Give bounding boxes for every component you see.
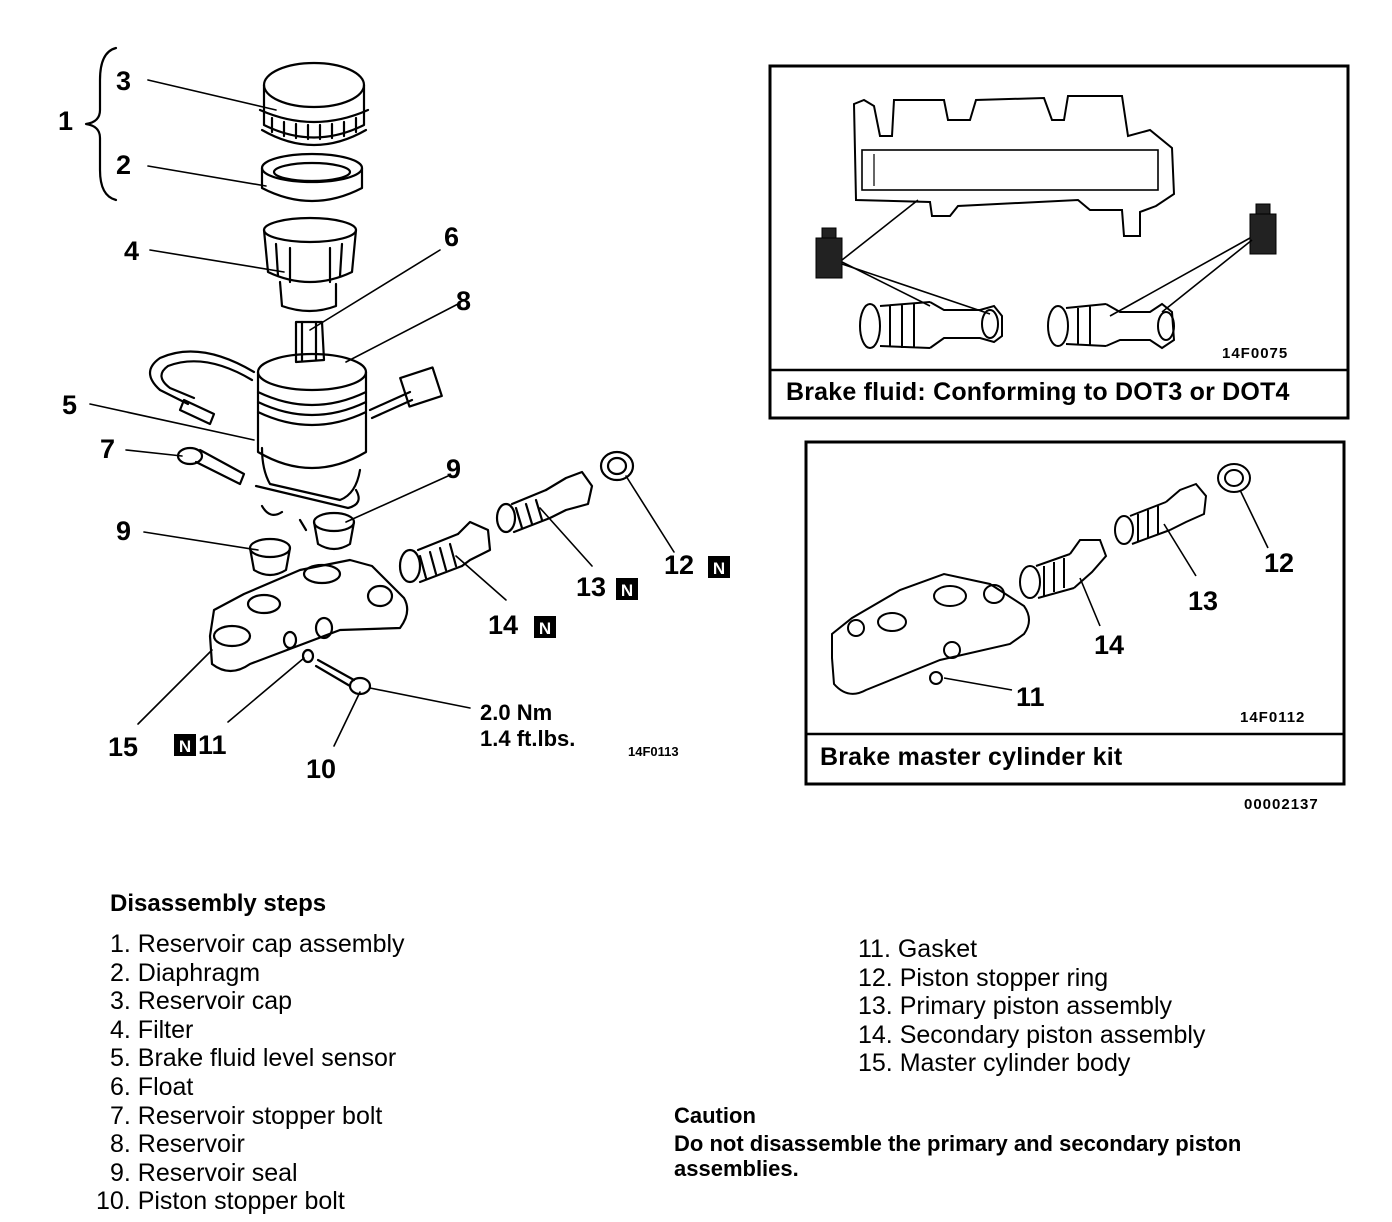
exploded-diagram: 1 3 2 4 6 8 5 7 9 9 12 13 14 15 11 10 N … — [58, 46, 1350, 786]
kit-box — [804, 440, 1346, 786]
kit-callout-13: 13 — [1188, 586, 1218, 616]
step-14: 14. Secondary piston assembly — [858, 1020, 1206, 1049]
reservoir-part — [254, 352, 368, 532]
callout-6: 6 — [444, 222, 459, 252]
step-6: 6. Float — [110, 1072, 194, 1101]
fluid-box-code: 14F0075 — [1222, 345, 1288, 362]
stopper-bolt-part — [176, 446, 246, 486]
step-11: 11. Gasket — [858, 935, 978, 963]
piston-stopper-bolt-part — [314, 658, 372, 696]
callout-1: 1 — [58, 106, 73, 136]
figure-number: 00002137 — [1244, 796, 1319, 813]
disassembly-title: Disassembly steps — [110, 890, 327, 917]
step-9: 9. Reservoir seal — [110, 1158, 298, 1187]
torque-nm: 2.0 Nm — [480, 700, 552, 725]
callout-4: 4 — [124, 236, 139, 266]
torque-ftlbs: 1.4 ft.lbs. — [480, 726, 575, 751]
callout-7: 7 — [100, 434, 115, 464]
float-part — [294, 320, 326, 364]
kit-caption: Brake master cylinder kit — [820, 743, 1123, 771]
step-5: 5. Brake fluid level sensor — [110, 1044, 397, 1073]
kit-callout-14: 14 — [1094, 630, 1124, 660]
step-8: 8. Reservoir — [110, 1130, 245, 1159]
new-part-mark-11: N — [179, 737, 191, 756]
step-7: 7. Reservoir stopper bolt — [110, 1101, 383, 1130]
callout-12: 12 — [664, 550, 694, 580]
step-3: 3. Reservoir cap — [110, 987, 293, 1016]
primary-piston-part — [495, 470, 594, 534]
reservoir-cap-part — [258, 61, 370, 146]
new-part-badges: N N N N — [174, 556, 730, 756]
kit-callout-11: 11 — [1016, 682, 1045, 712]
new-part-mark-13: N — [621, 581, 633, 600]
reservoir-seal-right — [312, 511, 356, 551]
callout-8: 8 — [456, 286, 471, 316]
step-13: 13. Primary piston assembly — [858, 992, 1173, 1021]
brake-fluid-box — [768, 64, 1350, 420]
diaphragm-part — [260, 152, 364, 202]
caution-text: Do not disassemble the primary and secon… — [674, 1131, 1242, 1181]
callout-9-left: 9 — [116, 516, 131, 546]
steps-list-left: 1. Reservoir cap assembly 2. Diaphragm 3… — [96, 930, 405, 1216]
callout-2: 2 — [116, 150, 131, 180]
steps-list-right: 11. Gasket 12. Piston stopper ring 13. P… — [858, 935, 1205, 1078]
new-part-mark-14: N — [539, 619, 551, 638]
level-sensor-part — [148, 350, 443, 426]
new-part-mark-12: N — [713, 559, 725, 578]
brake-fluid-caption: Brake fluid: Conforming to DOT3 or DOT4 — [786, 378, 1290, 406]
step-2: 2. Diaphragm — [110, 958, 261, 987]
reservoir-seal-left — [248, 537, 292, 577]
piston-stopper-ring-part — [599, 450, 635, 482]
callout-5: 5 — [62, 390, 77, 420]
step-12: 12. Piston stopper ring — [858, 963, 1109, 992]
main-diagram-code: 14F0113 — [628, 744, 679, 759]
gasket-part — [301, 648, 315, 664]
kit-callout-12: 12 — [1264, 548, 1294, 578]
master-cylinder-body — [208, 558, 409, 673]
callout-3: 3 — [116, 66, 131, 96]
callout-11: 11 — [198, 730, 227, 760]
step-15: 15. Master cylinder body — [858, 1049, 1131, 1078]
caution-title: Caution — [674, 1103, 756, 1128]
callout-9-right: 9 — [446, 454, 461, 484]
step-1: 1. Reservoir cap assembly — [110, 930, 405, 958]
assembly-bracket — [84, 46, 118, 202]
step-10: 10. Piston stopper bolt — [96, 1187, 345, 1216]
filter-part — [262, 216, 358, 313]
secondary-piston-part — [398, 520, 492, 584]
kit-box-code: 14F0112 — [1240, 709, 1305, 726]
callout-15: 15 — [108, 732, 138, 762]
step-4: 4. Filter — [110, 1015, 194, 1044]
callout-14: 14 — [488, 610, 518, 640]
callout-13: 13 — [576, 572, 606, 602]
callout-10: 10 — [306, 754, 336, 784]
